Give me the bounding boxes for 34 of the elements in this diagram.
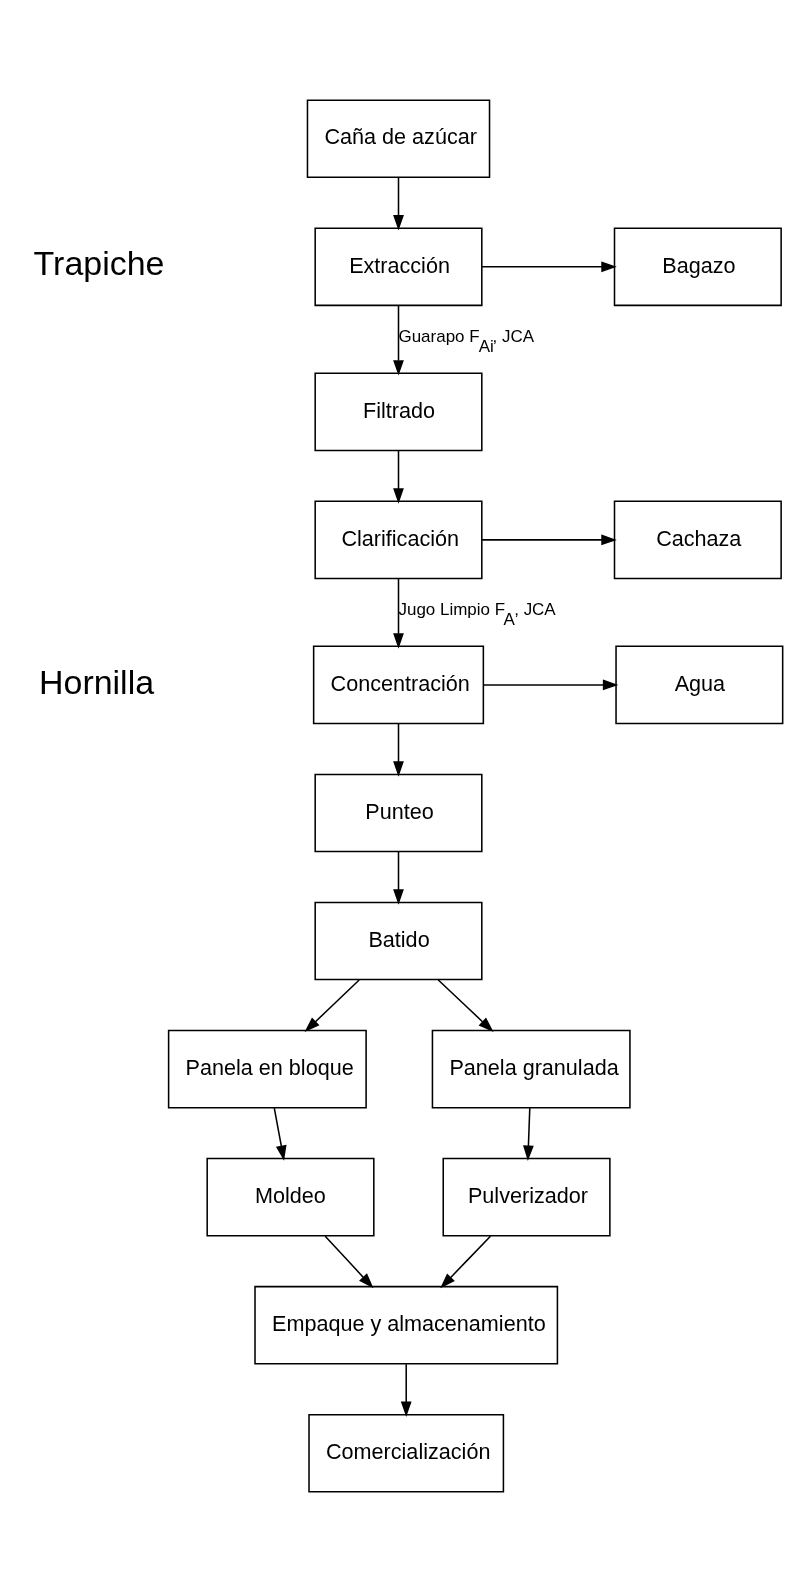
arrow — [393, 304, 404, 376]
node-box: Concentración — [312, 645, 485, 725]
arrow — [440, 1235, 492, 1289]
arrow — [304, 979, 360, 1033]
label: Hornilla — [39, 662, 155, 701]
node-box: Empaque y almacenamiento — [254, 1285, 559, 1365]
arrow — [393, 851, 404, 905]
label: Trapiche — [33, 244, 165, 283]
node-box: Batido — [314, 901, 483, 981]
node-box: Bagazo — [613, 227, 782, 307]
arrow — [393, 577, 404, 649]
node-box: Pulverizador — [442, 1157, 611, 1237]
arrow — [437, 979, 494, 1033]
arrow — [523, 1107, 534, 1161]
node-box: Filtrado — [314, 372, 483, 452]
arrow — [481, 534, 617, 546]
arrow — [393, 177, 404, 231]
arrow — [400, 1363, 412, 1417]
node-box: Agua — [615, 645, 784, 725]
arrow — [481, 261, 617, 273]
node-box: Moldeo — [206, 1157, 375, 1237]
node-box: Punteo — [314, 773, 483, 853]
node-box: Caña de azúcar — [306, 99, 491, 179]
arrow — [324, 1235, 374, 1289]
arrow — [393, 450, 404, 504]
arrow — [482, 679, 619, 691]
arrow — [393, 723, 404, 777]
node-box: Panela en bloque — [167, 1029, 367, 1109]
node-box: Cachaza — [613, 500, 782, 580]
node-box: Clarificación — [314, 500, 483, 580]
arrow — [273, 1107, 287, 1161]
node-box: Comercialización — [308, 1413, 505, 1493]
node-box: Extracción — [314, 227, 483, 307]
node-box: Panela granulada — [431, 1029, 631, 1109]
